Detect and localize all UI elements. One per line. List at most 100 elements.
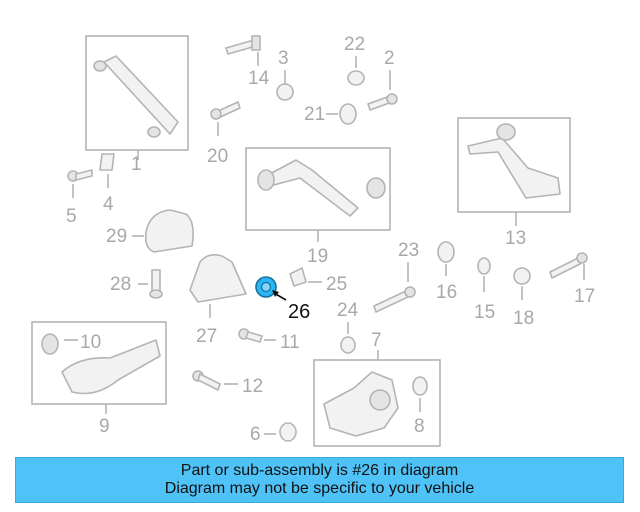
part-7-box [313,359,441,447]
part-23-head [404,286,416,298]
part-4-group[interactable]: 4 [99,153,115,215]
part-8-label: 8 [414,416,425,437]
part-11-group[interactable]: 11 [238,328,300,353]
part-18-nut [513,267,531,285]
part-29-label: 29 [106,226,127,247]
part-13-box [457,117,571,213]
part-24-label: 24 [337,300,359,321]
part-19-bushing-b [366,177,386,199]
part-8-bushing [412,376,428,396]
part-28-head [149,289,163,299]
part-1-arm [103,55,179,135]
part-1-label: 1 [131,154,142,175]
part-20-head [210,108,222,120]
part-7-knuckle [323,371,399,437]
part-6-bushing [279,422,297,442]
part-13-label: 13 [505,228,526,249]
part-9-arm [61,339,161,395]
part-1-bushing-b [147,126,161,138]
part-2-group[interactable]: 2 [367,48,398,111]
part-7-group[interactable]: 7 [313,330,441,447]
part-6-label: 6 [250,424,261,445]
part-25-label: 25 [326,274,347,295]
part-20-group[interactable]: 20 [207,101,241,167]
part-3-group[interactable]: 3 [276,48,294,101]
part-13-bushing [496,123,516,141]
part-19-group[interactable]: 19 [245,147,391,267]
part-18-label: 18 [513,308,534,329]
part-7-hub [369,389,391,411]
part-10-group[interactable]: 10 [64,332,101,353]
part-24-washer [340,336,356,354]
part-9-bushing [41,333,59,355]
part-22-label: 22 [344,34,365,55]
info-banner: Part or sub-assembly is #26 in diagram D… [15,457,624,503]
part-3-label: 3 [278,48,289,69]
part-1-bushing-a [93,60,107,72]
part-19-label: 19 [307,246,328,267]
banner-line-2: Diagram may not be specific to your vehi… [164,480,475,497]
part-11-bolt [245,331,263,343]
part-24-group[interactable]: 24 [337,300,359,354]
part-1-group[interactable]: 1 [85,35,189,175]
part-14-group[interactable]: 14 [225,35,270,89]
part-13-arm [467,137,561,199]
part-27-group[interactable]: 27 [189,254,247,347]
part-26-nut-hole [260,281,272,293]
part-5-group[interactable]: 5 [66,169,93,227]
part-17-group[interactable]: 17 [549,252,595,307]
part-23-group[interactable]: 23 [373,240,419,313]
part-19-bushing-a [257,169,275,191]
part-14-head [251,35,261,51]
part-6-group[interactable]: 6 [250,422,297,445]
part-14-label: 14 [248,68,270,89]
part-16-bushing [437,241,455,263]
part-12-group[interactable]: 12 [192,370,263,397]
part-10-label: 10 [80,332,101,353]
part-11-label: 11 [280,332,300,353]
part-17-bolt [549,257,581,279]
part-19-arm [265,159,359,217]
part-17-label: 17 [574,286,595,307]
part-28-group[interactable]: 28 [110,269,163,299]
part-13-group[interactable]: 13 [457,117,571,249]
part-18-group[interactable]: 18 [513,267,534,329]
part-12-label: 12 [242,376,263,397]
part-21-label: 21 [304,104,325,125]
part-26-arrow [272,290,279,297]
part-4-clip [99,153,115,171]
part-12-bolt [197,373,221,391]
part-16-group[interactable]: 16 [436,241,457,303]
part-2-label: 2 [384,48,395,69]
part-1-box [85,35,189,151]
banner-line-1: Part or sub-assembly is #26 in diagram [180,462,459,479]
parts-diagram: 1 14 3 22 2 21 20 [31,34,595,447]
part-28-bolt [151,269,161,293]
part-8-group[interactable]: 8 [412,376,428,437]
part-9-box [31,321,167,405]
part-16-label: 16 [436,282,457,303]
part-4-label: 4 [103,194,114,215]
part-27-label: 27 [196,326,217,347]
part-26-group[interactable]: 26 [255,276,310,323]
part-22-cap [347,70,365,86]
part-21-washer [339,103,357,125]
part-27-bracket [189,254,247,303]
part-21-group[interactable]: 21 [304,103,357,125]
part-3-nut [276,83,294,101]
part-25-group[interactable]: 25 [289,267,347,295]
part-9-group[interactable]: 9 [31,321,167,437]
part-2-head [386,93,398,105]
part-26-label: 26 [288,301,310,323]
part-29-group[interactable]: 29 [106,209,194,253]
part-5-bolt [75,169,93,181]
part-7-label: 7 [371,330,382,351]
part-22-group[interactable]: 22 [344,34,365,86]
part-15-label: 15 [474,302,495,323]
part-15-group[interactable]: 15 [474,257,495,323]
part-17-head [576,252,588,264]
part-5-label: 5 [66,206,77,227]
part-29-mount [144,209,194,253]
part-9-label: 9 [99,416,110,437]
part-20-label: 20 [207,146,228,167]
